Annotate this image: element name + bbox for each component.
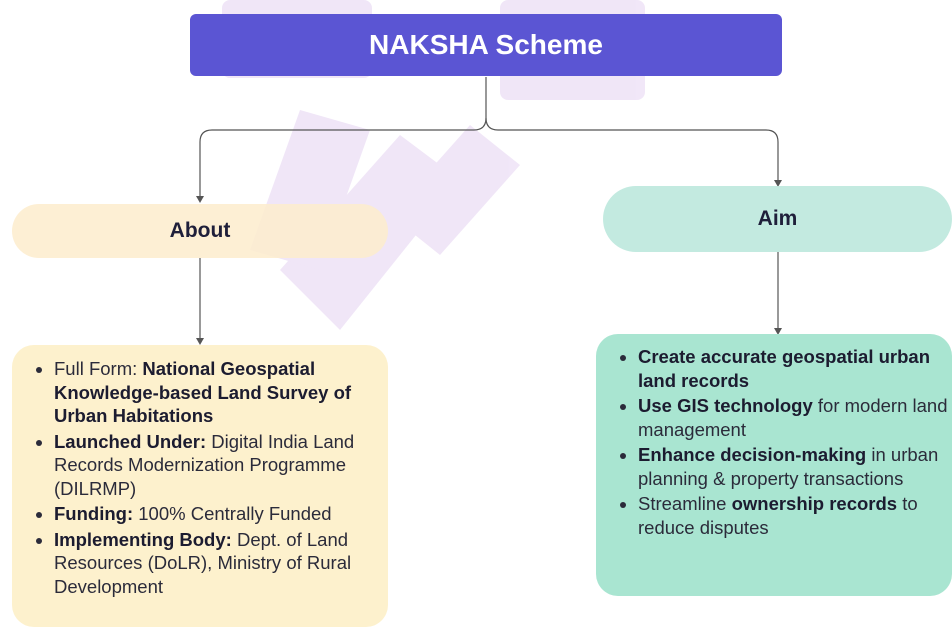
about-item-launched: Launched Under: Digital India Land Recor…	[54, 430, 380, 501]
aim-list: Create accurate geospatial urban land re…	[616, 345, 948, 539]
aim-item-pre: Streamline	[638, 493, 732, 514]
aim-item-decision-making: Enhance decision-making in urban plannin…	[638, 443, 948, 490]
about-item-implementing-body: Implementing Body: Dept. of Land Resourc…	[54, 528, 380, 599]
about-item-text: Dept. of Land Resources (DoLR), Ministry…	[54, 528, 352, 597]
about-item-label: Full Form:	[54, 358, 143, 379]
aim-item-text: to reduce disputes	[638, 493, 918, 538]
aim-item-bold: Create accurate geospatial urban land re…	[638, 346, 930, 391]
aim-item-ownership: Streamline ownership records to reduce d…	[638, 492, 948, 539]
aim-item-bold: Use GIS technology	[638, 395, 813, 416]
about-item-bold: Implementing Body:	[54, 528, 232, 550]
aim-item-text: for modern land management	[638, 395, 948, 440]
about-item-bold: Launched Under:	[54, 430, 207, 452]
about-item-full-form: Full Form: National Geospatial Knowledge…	[54, 357, 380, 428]
aim-item-records: Create accurate geospatial urban land re…	[638, 345, 948, 392]
scheme-title-box: NAKSHA Scheme	[190, 14, 782, 76]
about-list: Full Form: National Geospatial Knowledge…	[32, 357, 380, 598]
about-item-bold: Funding:	[54, 503, 134, 524]
aim-item-gis: Use GIS technology for modern land manag…	[638, 394, 948, 441]
aim-heading-pill: Aim	[603, 186, 952, 252]
about-details-card: Full Form: National Geospatial Knowledge…	[12, 345, 388, 627]
about-heading-pill: About	[12, 204, 388, 258]
about-heading: About	[169, 219, 231, 242]
aim-item-text: in urban planning & property transaction…	[638, 444, 939, 489]
about-item-text: Digital India Land Records Modernization…	[54, 430, 355, 499]
about-item-bold: National Geospatial Knowledge-based Land…	[54, 358, 352, 426]
about-item-funding: Funding: 100% Centrally Funded	[54, 502, 380, 526]
aim-details-card: Create accurate geospatial urban land re…	[596, 334, 952, 596]
aim-item-bold: Enhance decision-making	[638, 444, 867, 465]
aim-heading: Aim	[757, 207, 798, 230]
aim-item-bold: ownership records	[731, 493, 898, 514]
about-item-text: 100% Centrally Funded	[133, 503, 332, 524]
scheme-title: NAKSHA Scheme	[369, 29, 603, 60]
